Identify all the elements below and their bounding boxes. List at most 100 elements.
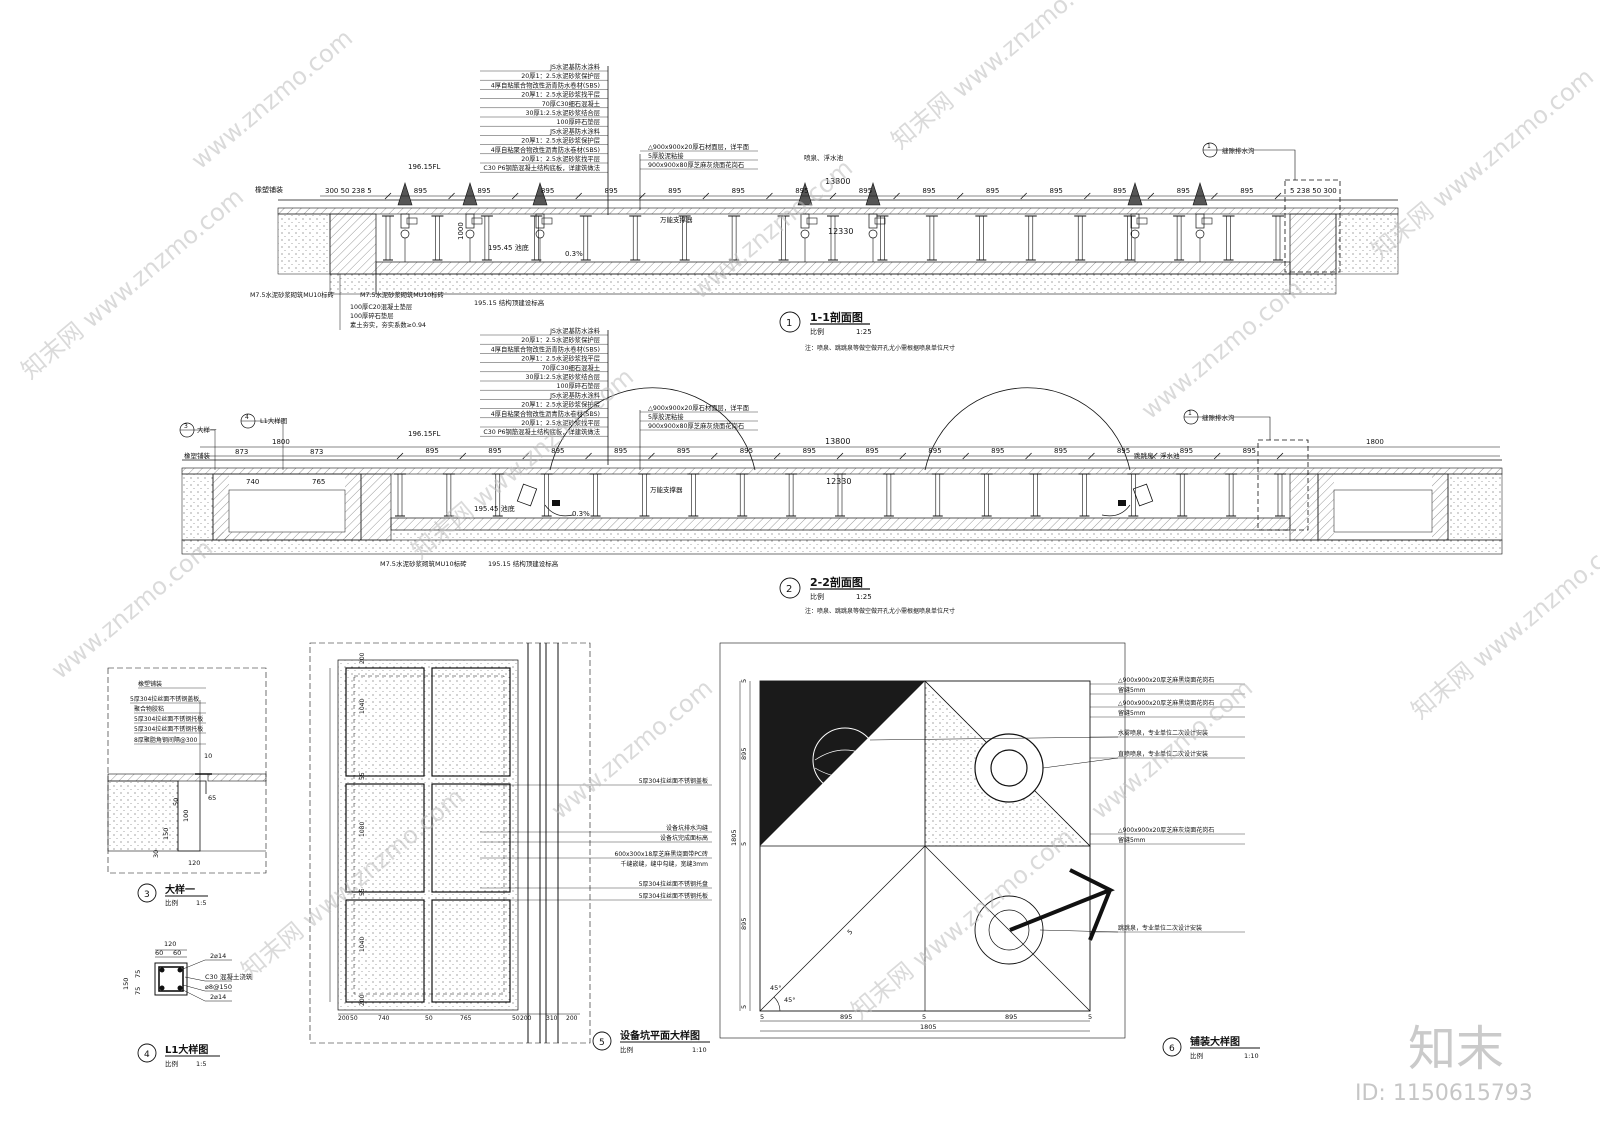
section2-span-4: 895	[677, 447, 690, 455]
section1-bottom-note-4: 素土夯实，夯实系数≥0.94	[350, 320, 426, 329]
section1-detail-ref-num: 1	[1207, 143, 1211, 150]
watermark-tile-10: 知末网 www.znzmo.com	[846, 823, 1079, 1025]
section2-callout-0: JS水泥基防水涂料	[549, 326, 601, 335]
section2-right-label: 跳跳泉、浮水池	[1134, 451, 1180, 460]
detail5-labels: 5厚304拉丝面不锈钢盖板设备坑排水沟缝设备坑完成面标高600x300x18厚芝…	[480, 777, 712, 901]
section2-pedestal-11	[935, 473, 941, 517]
detail6-label-1: 留缝5mm	[1118, 686, 1146, 694]
detail5-title-bubble	[592, 1031, 612, 1051]
section2-pedestal-17	[1228, 473, 1234, 517]
section2-span-13: 895	[1243, 447, 1256, 455]
section1-elev-fl: 196.15FL	[408, 163, 441, 171]
detail-4: 120 60 60 75 75 150 2⌀14 C30 混凝土浇筑 ⌀8@15…	[122, 940, 253, 1068]
section1-callout-2: 4厚自粘聚合物改性沥青防水卷材(SBS)	[491, 80, 600, 89]
section2-callout-11: C30 P6钢筋混凝土结构底板，详建筑做法	[483, 427, 600, 436]
section1-title-num: 1	[786, 318, 792, 329]
section1-span-6: 895	[795, 187, 808, 195]
section1-scale-label: 比例	[810, 327, 824, 336]
section2-span-6: 895	[803, 447, 816, 455]
detail5-bottom-dim-8: 200	[566, 1015, 578, 1022]
section2-total-dim: 13800	[825, 437, 850, 446]
section1-pedestal-11	[929, 215, 935, 261]
detail5-title: 设备坑平面大样图	[620, 1029, 700, 1042]
section1-callout-3: 20厚1：2.5水泥砂浆找平层	[521, 90, 600, 99]
section2-pedestal-5	[642, 473, 647, 517]
detail4-title: L1大样图	[165, 1043, 208, 1056]
section1-right-wall	[1289, 213, 1337, 275]
section2-ref4-num: 4	[245, 414, 249, 421]
section1-detail-box	[1284, 179, 1341, 273]
section2-pedestal-15	[1131, 473, 1136, 517]
section2-callout-5: 30厚1:2.5水泥砂浆结合层	[525, 372, 600, 381]
section1-nozzle-5	[1127, 182, 1143, 206]
section2-span-10: 895	[1054, 447, 1067, 455]
detail3-dim-30: 30	[152, 850, 160, 858]
detail4-beam-section	[154, 962, 188, 996]
section2-pedestal-6	[691, 473, 696, 517]
detail6-left-dim-2: 5	[740, 842, 748, 846]
section1-dims-right: 5 238 50 300	[1290, 187, 1337, 195]
section2-ref4-text: L1大样图	[260, 416, 287, 425]
section2-title: 2-2剖面图	[810, 575, 863, 589]
section1-nozzle-0	[397, 182, 413, 206]
detail3-dim-65: 65	[208, 794, 216, 802]
detail5-scale-label: 比例	[620, 1045, 633, 1054]
section1-pedestal-9	[830, 215, 836, 261]
section1-pedestal-2	[484, 215, 490, 261]
section2-span-1: 895	[488, 447, 501, 455]
detail3-label-1: 5厚304拉丝面不锈钢盖板	[130, 695, 199, 703]
detail5-bottom-dim-7: 310	[546, 1015, 558, 1022]
section1-callout-0: JS水泥基防水涂料	[549, 62, 601, 71]
detail6-label-7: 留缝5mm	[1118, 836, 1146, 844]
detail6-left-dim-1: 895	[740, 748, 748, 760]
section2-pedestal-18	[1277, 473, 1283, 517]
section1-inner-dim: 12330	[828, 227, 853, 236]
detail5-bottom-dim-0: 200	[338, 1015, 350, 1022]
section1-height-dim: 1000	[457, 222, 465, 240]
detail6-label-8: 跳跳泉，专业单位二次设计安装	[1118, 924, 1202, 932]
detail4-dim-60b: 60	[173, 949, 181, 957]
section1-callout-9: 4厚自粘聚合物改性沥青防水卷材(SBS)	[491, 145, 600, 154]
section1-callout-1: 20厚1：2.5水泥砂浆保护层	[521, 71, 600, 80]
detail3-dim-50: 50	[172, 798, 180, 806]
detail3-label-2: 聚合物胶粘	[134, 705, 164, 713]
section2-callout-9: 4厚自粘聚合物改性沥青防水卷材(SBS)	[491, 409, 600, 418]
section2-pedestals	[394, 473, 1286, 517]
section1-pedestal-13	[1028, 215, 1034, 261]
section2-ref3-num: 3	[184, 423, 188, 430]
detail4-title-num: 4	[144, 1050, 150, 1060]
section2-callout-2: 4厚自粘聚合物改性沥青防水卷材(SBS)	[491, 344, 600, 353]
section1-span-5: 895	[732, 187, 745, 195]
detail6-left-dim-3: 1805	[730, 829, 738, 846]
detail6-left-dim-4: 895	[740, 918, 748, 930]
detail3-title-num: 3	[144, 890, 150, 900]
section2-callout-7: JS水泥基防水涂料	[549, 390, 601, 399]
detail6-angle-b: 45°	[784, 996, 796, 1004]
detail5-bottom-dim-5: 50	[512, 1015, 520, 1022]
detail4-stirrup: ⌀8@150	[205, 983, 232, 991]
section1-top-notes: △900x900x20厚石材面层，详平面5厚胶泥粘接900x900x80厚芝麻灰…	[640, 142, 758, 170]
section2-span-0: 895	[425, 447, 438, 455]
detail3-label-5: 8厚聚脂角钢间隔@300	[134, 736, 197, 744]
section1-paving-layer	[277, 207, 1399, 215]
section2-elev-fl: 196.15FL	[408, 430, 441, 438]
section1-span-2: 895	[541, 187, 554, 195]
section2-spray-arc-right	[924, 387, 1131, 471]
detail5-side-dim-3: 1080	[359, 822, 366, 837]
detail5-label-3: 600x300x18厚芝麻黑烧面带PC砖	[615, 850, 708, 858]
section2-pedestal-4	[593, 473, 598, 517]
section2-jet-nozzle-right	[1101, 483, 1154, 517]
section1-span-11: 895	[1113, 187, 1126, 195]
section1-nozzle-3	[797, 182, 813, 206]
section2-dim-873-a: 873	[235, 448, 248, 456]
detail4-rebar-bottom: 2⌀14	[210, 993, 226, 1001]
section1-span-12: 895	[1177, 187, 1190, 195]
section2-jet-nozzle-left	[516, 483, 574, 517]
detail6-black-granite-tile	[760, 681, 925, 846]
detail6-label-2: △900x900x20厚芝麻黑烧面花岗石	[1118, 699, 1214, 707]
watermark-tile-11: www.znzmo.com	[1086, 674, 1258, 825]
section2-title-bubble	[779, 577, 801, 599]
